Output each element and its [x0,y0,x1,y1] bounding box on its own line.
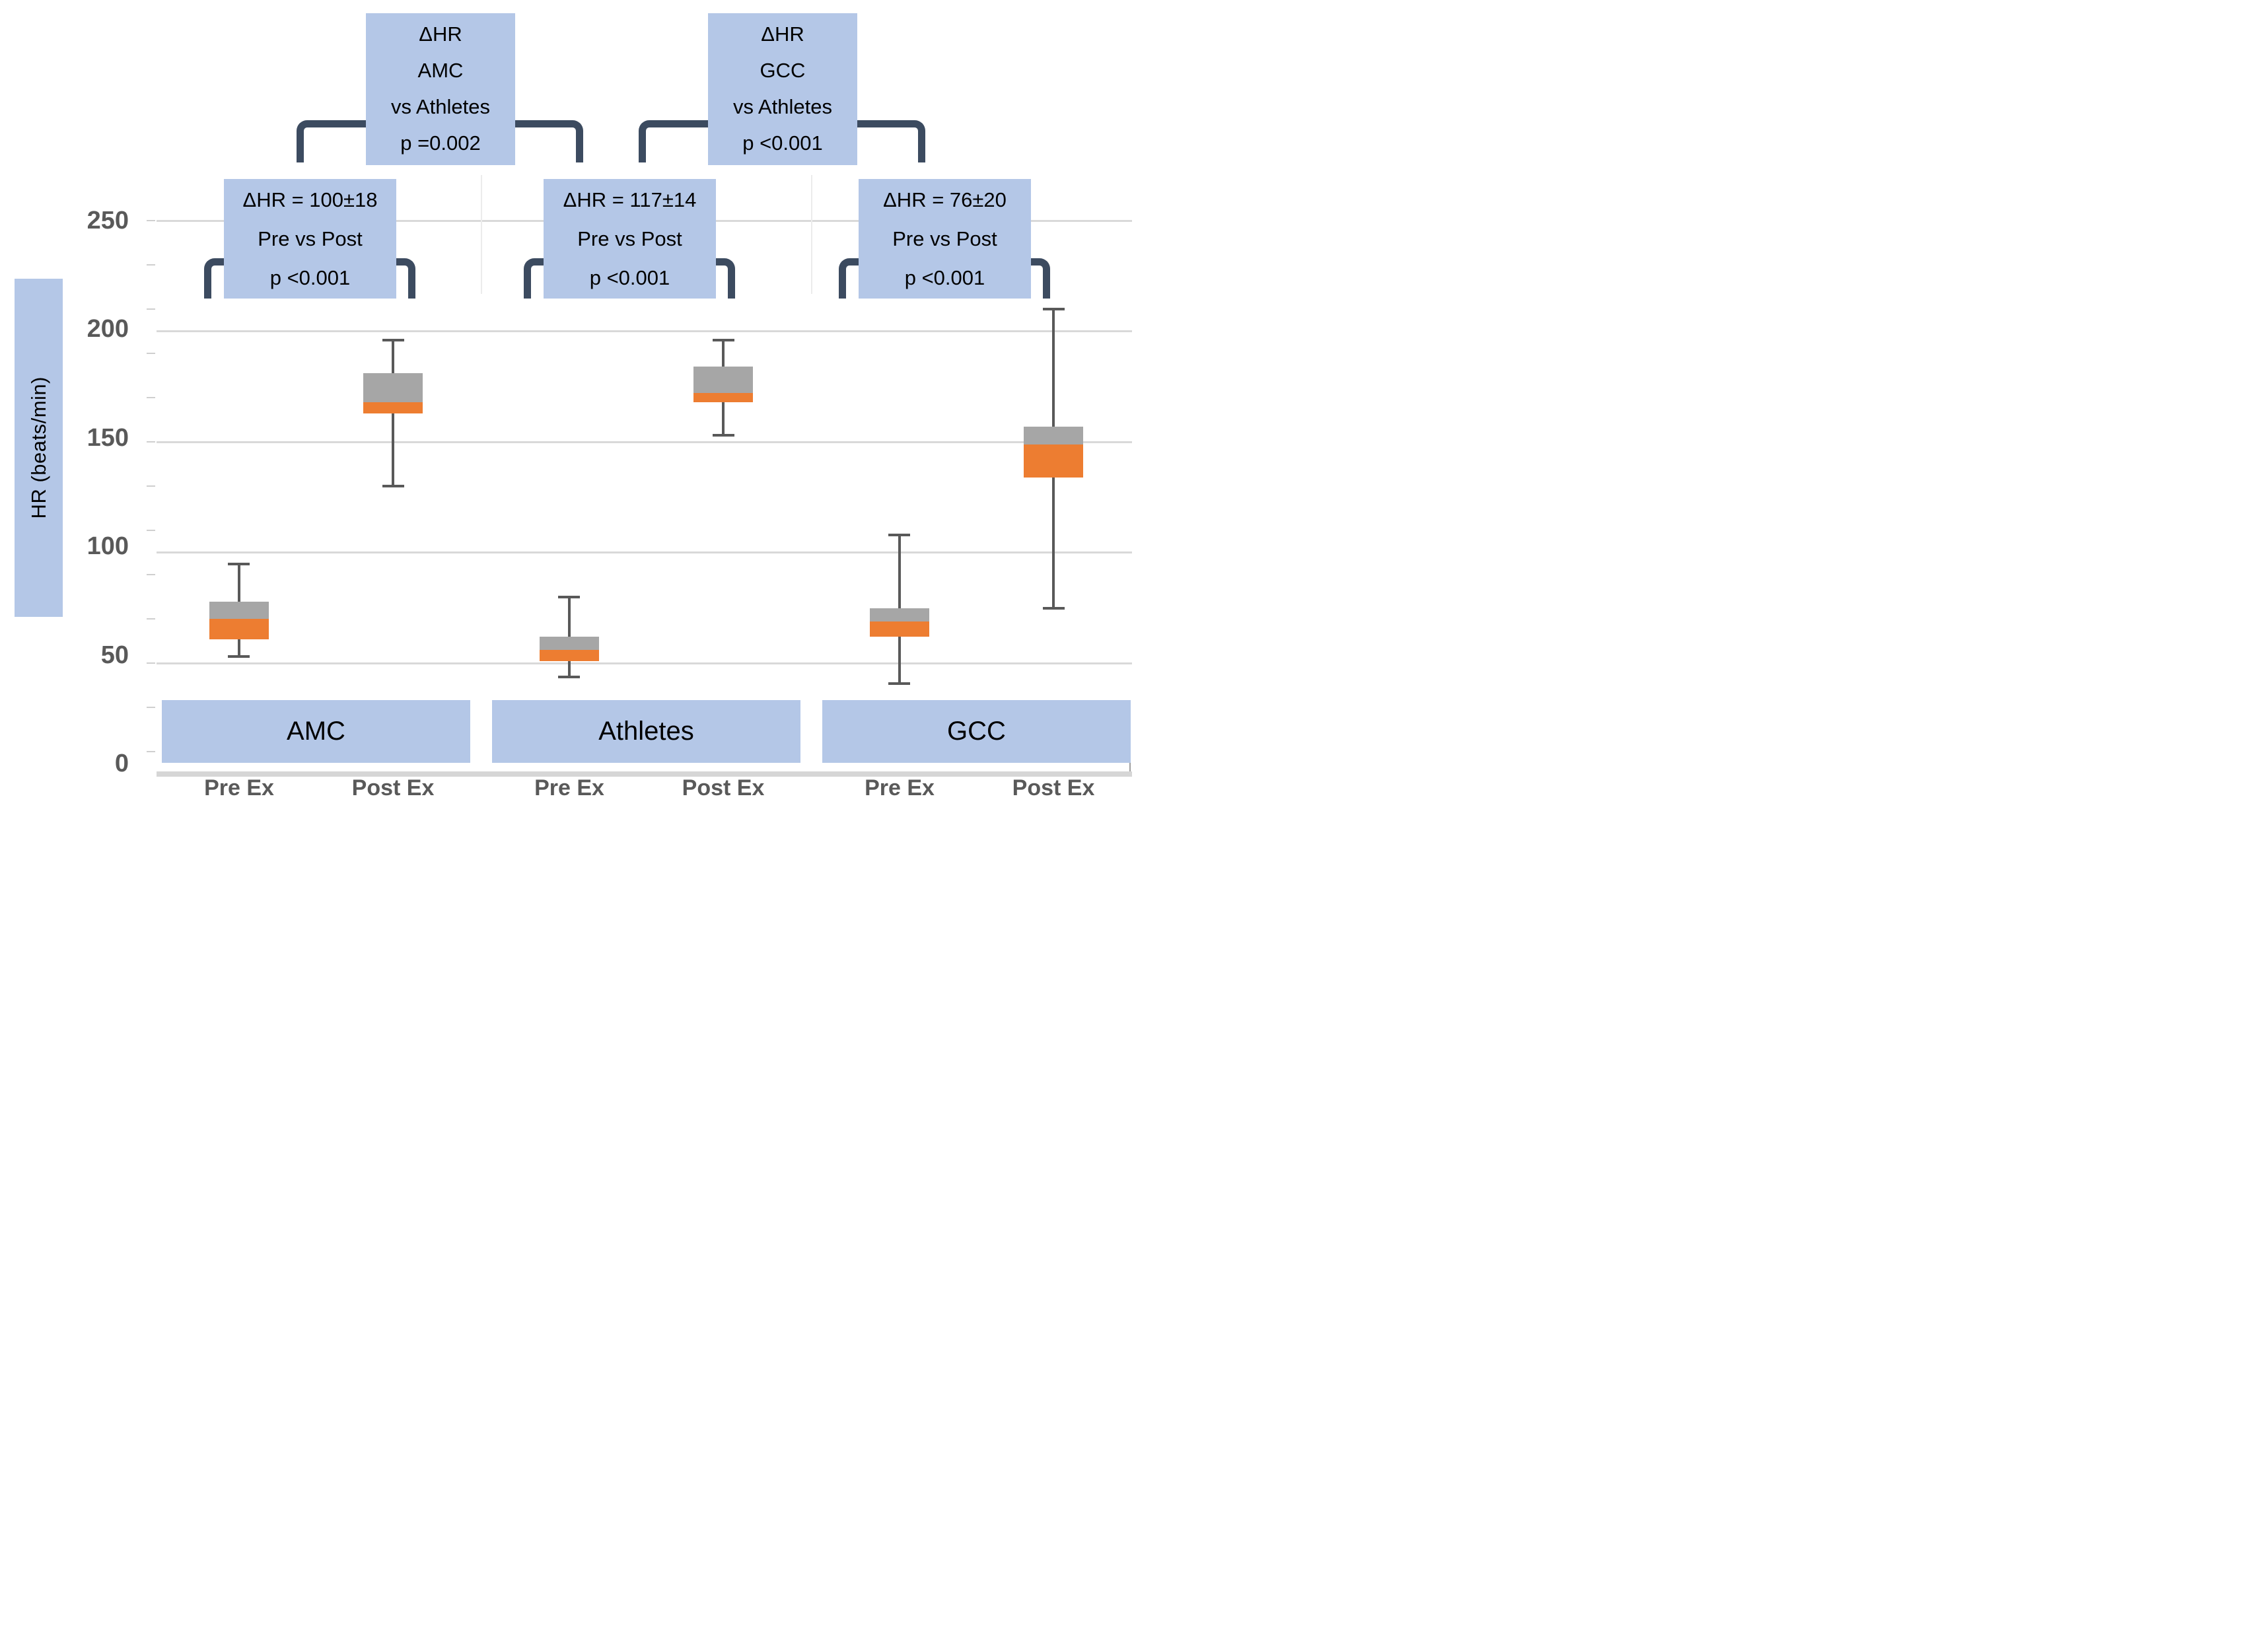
annotation-athletes-delta-hr: ΔHR = 117±14 Pre vs Post p <0.001 [544,179,716,299]
boxplot-gcc-pre-box-upper [869,608,929,621]
annotation-line: ΔHR [419,22,462,46]
boxplot-amc-post-whisker-stem [392,340,395,487]
boxplot-athletes-pre-whisker-stem [567,596,571,677]
boxplot-amc-post-whisker-cap-high [382,339,404,341]
y-minor-tick [147,353,155,355]
x-label-amc-post: Post Ex [351,775,435,800]
axis-line-0 [157,771,1132,777]
annotation-line: p <0.001 [742,131,823,155]
annotation-line: Pre vs Post [258,227,363,250]
gridline-200 [157,330,1132,333]
boxplot-gcc-post-box-upper [1024,426,1084,444]
annotation-gcc-vs-athletes: ΔHR GCC vs Athletes p <0.001 [708,13,857,165]
boxplot-gcc-pre-whisker-cap-high [888,533,911,536]
x-label-athletes-post: Post Ex [682,775,765,800]
boxplot-athletes-pre-box-upper [539,637,599,651]
gridline-100 [157,551,1132,554]
boxplot-gcc-post-whisker-cap-low [1042,606,1065,610]
x-label-athletes-pre: Pre Ex [534,775,604,800]
group-label-gcc: GCC [822,700,1131,763]
annotation-line: ΔHR = 76±20 [883,188,1007,211]
boxplot-amc-pre-whisker-cap-high [228,562,250,565]
y-minor-tick [147,441,155,443]
y-minor-tick [147,662,155,664]
annotation-line: vs Athletes [391,95,490,118]
annotation-line: ΔHR = 117±14 [563,188,697,211]
annotation-line: vs Athletes [733,95,832,118]
group-label-amc: AMC [162,700,470,763]
y-minor-tick [147,485,155,487]
annotation-line: p =0.002 [400,131,481,155]
boxplot-gcc-pre-box-lower [869,621,929,637]
y-tick-100: 100 [87,532,129,560]
annotation-line: p <0.001 [269,266,351,289]
y-tick-0: 0 [114,750,129,777]
boxplot-athletes-post-box-lower [693,393,754,402]
annotation-amc-vs-athletes: ΔHR AMC vs Athletes p =0.002 [366,13,515,165]
y-minor-tick [147,397,155,399]
annotation-line: GCC [760,59,806,82]
annotation-line: Pre vs Post [577,227,682,250]
y-minor-tick [147,308,155,310]
y-tick-150: 150 [87,424,129,452]
y-minor-tick [147,530,155,532]
boxplot-amc-pre-box-upper [209,601,269,620]
y-minor-tick [147,264,155,266]
annotation-line: Pre vs Post [892,227,997,250]
y-tick-50: 50 [100,641,129,669]
x-label-gcc-pre: Pre Ex [865,775,935,800]
boxplot-amc-post-box-lower [363,402,423,413]
boxplot-gcc-pre-whisker-cap-low [888,682,911,685]
y-minor-tick [147,751,155,753]
annotation-line: AMC [417,59,464,82]
boxplot-amc-pre-box-lower [209,619,269,639]
y-minor-tick [147,220,155,221]
boxplot-athletes-post-whisker-cap-high [712,339,734,341]
group-separator-tick [811,175,812,294]
boxplot-athletes-post-box-upper [693,367,754,394]
boxplot-figure: HR (beats/min) 250 200 150 100 50 0 ΔHR … [0,0,1134,816]
annotation-gcc-delta-hr: ΔHR = 76±20 Pre vs Post p <0.001 [859,179,1031,299]
annotation-amc-delta-hr: ΔHR = 100±18 Pre vs Post p <0.001 [224,179,396,299]
annotation-line: p <0.001 [589,266,670,289]
y-tick-200: 200 [87,315,129,343]
boxplot-athletes-pre-box-lower [539,650,599,662]
boxplot-gcc-post-box-lower [1024,444,1084,478]
boxplot-amc-post-box-upper [363,373,423,402]
x-label-amc-pre: Pre Ex [204,775,274,800]
boxplot-athletes-pre-whisker-cap-high [558,595,581,598]
group-label-athletes: Athletes [492,700,800,763]
y-minor-tick [147,574,155,576]
group-separator-tick [481,175,482,294]
boxplot-amc-post-whisker-cap-low [382,485,404,488]
y-tick-250: 250 [87,207,129,234]
gridline-50 [157,662,1132,664]
boxplot-gcc-post-whisker-cap-high [1042,308,1065,311]
y-minor-tick [147,707,155,709]
y-minor-tick [147,618,155,620]
gridline-150 [157,441,1132,443]
annotation-line: ΔHR = 100±18 [242,188,378,211]
boxplot-athletes-post-whisker-cap-low [712,434,734,437]
boxplot-amc-pre-whisker-cap-low [228,655,250,658]
y-axis-title-box: HR (beats/min) [15,279,63,617]
annotation-line: ΔHR [761,22,804,46]
x-label-gcc-post: Post Ex [1012,775,1095,800]
annotation-line: p <0.001 [904,266,985,289]
boxplot-athletes-pre-whisker-cap-low [558,675,581,678]
